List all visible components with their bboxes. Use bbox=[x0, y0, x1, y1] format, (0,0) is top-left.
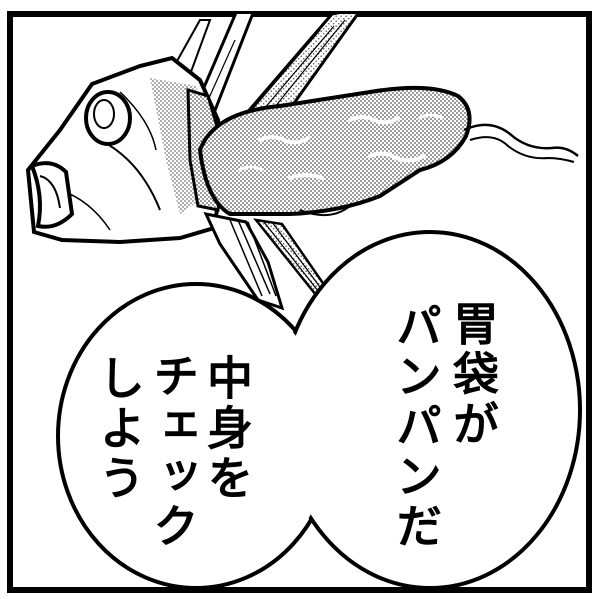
fish-stomach bbox=[197, 85, 579, 217]
speech-balloon bbox=[56, 230, 582, 590]
fish-mouth bbox=[29, 161, 75, 229]
balloon-right-line-1: 胃袋が bbox=[446, 300, 500, 450]
balloon-left-line-2: チェック bbox=[146, 352, 200, 552]
balloon-left-line-3: しよう bbox=[92, 354, 146, 504]
balloon-left-line-1: 中身を bbox=[200, 354, 254, 504]
balloon-right-line-2: パンパンだ bbox=[389, 302, 443, 552]
